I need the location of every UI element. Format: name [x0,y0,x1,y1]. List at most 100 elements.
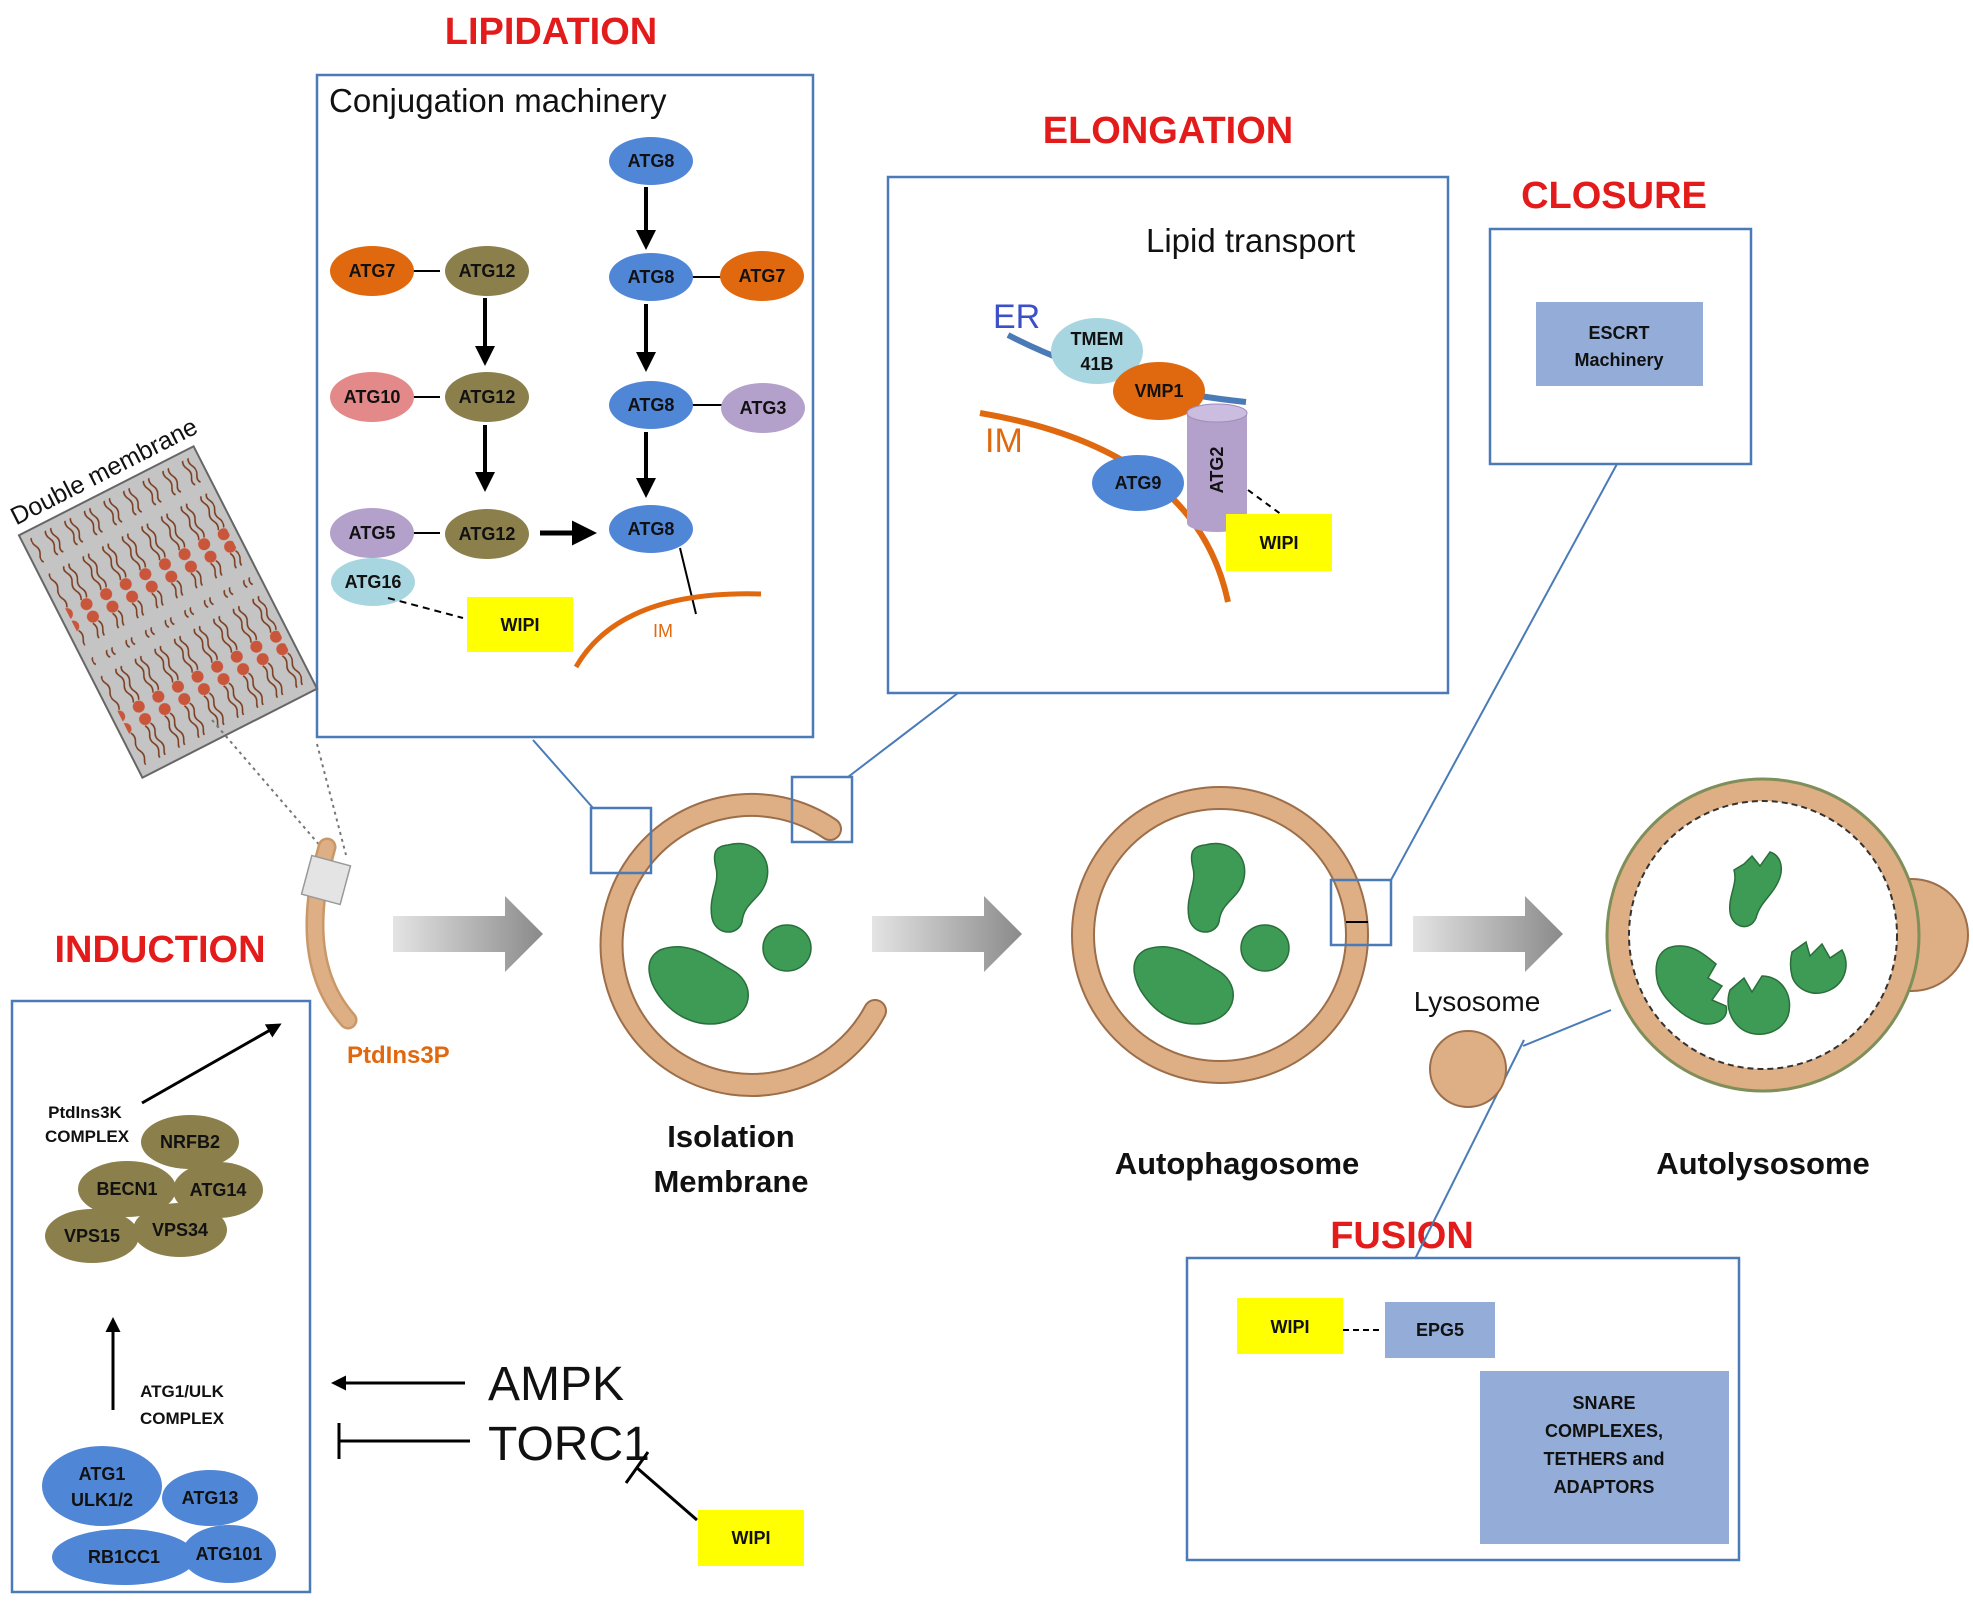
nrfb2-node [141,1115,239,1169]
flow-arrow-2 [872,896,1022,972]
wipi-box-fusion [1237,1298,1343,1354]
lysosome-label: Lysosome [1414,986,1541,1017]
autolysosome [1605,777,1969,1093]
wipi-box-lipidation [467,597,573,652]
atg12-node-1 [445,246,529,296]
cargo-isolation-3 [762,924,812,972]
atg1-label-2: ULK1/2 [71,1490,133,1510]
wipi-label-elongation: WIPI [1260,533,1299,553]
atg5-node [330,508,414,558]
cargo-autolysosome-4 [1789,940,1847,994]
vps34-node [133,1203,227,1257]
atg12-node-2 [445,372,529,422]
atg16-node [331,558,415,606]
ulk-complex-label-1: ATG1/ULK [140,1382,224,1401]
atg5-label: ATG5 [349,523,396,543]
ptdins3p-label: PtdIns3P [347,1042,450,1069]
snare-box [1480,1371,1729,1544]
lipidation-panel-title: Conjugation machinery [329,82,667,119]
ampk-label: AMPK [488,1358,624,1411]
elongation-panel-title: Lipid transport [1146,222,1355,259]
torc1-label: TORC1 [488,1418,650,1471]
im-membrane-lipidation [573,591,762,669]
vps15-node [45,1209,139,1263]
elongation-panel: Lipid transport ER IM TMEM 41B VMP1 ATG9… [886,175,1450,695]
zoom-box-isolation-1 [589,806,653,875]
isolation-label-1: Isolation [667,1119,794,1154]
stage-closure: CLOSURE [1521,175,1707,217]
autolysosome-label: Autolysosome [1656,1146,1870,1181]
zoom-box-isolation-2 [790,775,854,844]
ulk-complex-label-2: COMPLEX [140,1409,225,1428]
atg8-label-1: ATG8 [628,151,675,171]
induction-panel: PtdIns3K COMPLEX NRFB2 BECN1 ATG14 VPS15… [10,999,312,1594]
ptdins3k-label-2: COMPLEX [45,1127,130,1146]
atg1-node [42,1446,162,1526]
im-label-lipidation: IM [653,621,673,641]
closure-panel: ESCRT Machinery [1488,227,1753,466]
atg2-label: ATG2 [1207,447,1227,494]
leader-fusion-2 [1522,1009,1612,1047]
er-label: ER [993,298,1040,336]
atg14-node [173,1162,263,1218]
atg14-label: ATG14 [190,1180,247,1200]
double-membrane-inset: Double membrane [6,413,347,856]
atg3-node [721,383,805,433]
zoom-box-autophagosome [1329,878,1393,947]
cargo-autophagosome-1 [1187,842,1246,933]
cargo-autolysosome-1 [1729,851,1783,928]
stage-induction: INDUCTION [54,929,265,971]
atg12-label-1: ATG12 [459,261,516,281]
wipi-label-lipidation: WIPI [501,615,540,635]
nrfb2-label: NRFB2 [160,1132,220,1152]
atg7-node-right [720,251,804,301]
cargo-isolation-1 [710,842,769,933]
phagophore-highlight [300,854,352,906]
stage-elongation: ELONGATION [1043,110,1294,152]
atg9-node [1092,455,1184,511]
wipi-box-elongation [1226,514,1332,571]
atg16-label: ATG16 [345,572,402,592]
snare-label-1: SNARE [1572,1393,1635,1413]
epg5-label: EPG5 [1416,1320,1464,1340]
rb1cc1-node [52,1529,196,1585]
snare-label-4: ADAPTORS [1554,1477,1655,1497]
epg5-box [1385,1302,1495,1358]
lipidation-panel: Conjugation machinery ATG7 ATG12 ATG10 A… [315,73,815,739]
fusion-panel: WIPI EPG5 SNARE COMPLEXES, TETHERS and A… [1185,1256,1741,1562]
atg7-label-right: ATG7 [739,266,786,286]
atg8-label-2: ATG8 [628,267,675,287]
cargo-autolysosome-2 [1655,945,1728,1025]
becn1-label: BECN1 [96,1179,157,1199]
isolation-label-2: Membrane [653,1164,808,1199]
stage-fusion: FUSION [1330,1215,1474,1257]
tmem41b-label-2: 41B [1080,354,1113,374]
rb1cc1-label: RB1CC1 [88,1547,160,1567]
autophagosome [1071,786,1369,1084]
atg12-label-2: ATG12 [459,387,516,407]
tmem41b-node [1051,318,1143,384]
im-label-elongation: IM [985,422,1023,460]
vps15-label: VPS15 [64,1226,120,1246]
atg8-label-3: ATG8 [628,395,675,415]
ptdins3k-label-1: PtdIns3K [48,1103,122,1122]
atg10-node [330,372,414,422]
escrt-label-2: Machinery [1574,350,1663,370]
wipi-label-torc1: WIPI [732,1528,771,1548]
atg12-node-3 [445,509,529,559]
atg2-cylinder [1186,403,1248,532]
atg101-label: ATG101 [196,1544,263,1564]
atg1-label-1: ATG1 [79,1464,126,1484]
vps34-label: VPS34 [152,1220,208,1240]
tmem41b-label-1: TMEM [1071,329,1124,349]
escrt-label-1: ESCRT [1588,323,1649,343]
vmp1-node [1113,362,1205,420]
wipi-label-fusion: WIPI [1271,1317,1310,1337]
stage-lipidation: LIPIDATION [445,11,658,53]
leader-closure [1390,463,1618,881]
atg10-label: ATG10 [344,387,401,407]
cargo-autophagosome-3 [1240,924,1290,972]
snare-label-2: COMPLEXES, [1545,1421,1663,1441]
snare-label-3: TETHERS and [1543,1449,1664,1469]
